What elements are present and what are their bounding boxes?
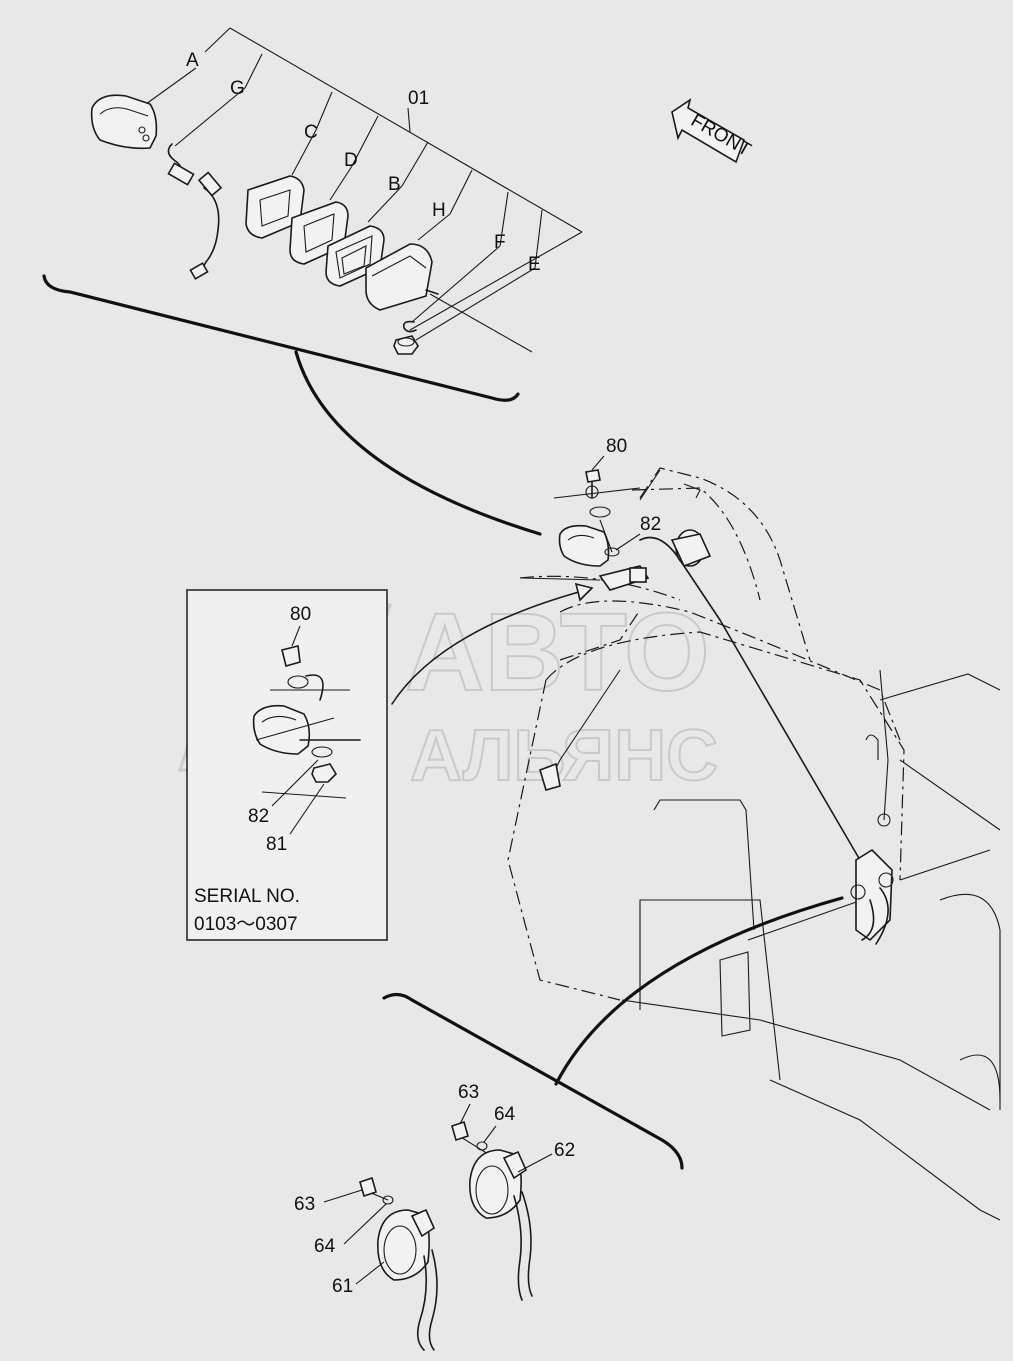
callout-62: 62	[554, 1140, 575, 1161]
callout-G: G	[230, 78, 245, 99]
watermark: АВТО АЛЬЯНС	[177, 590, 719, 797]
inset-leader-arrow	[391, 589, 587, 705]
serial-label: SERIAL NO.	[194, 886, 300, 907]
callout-main-82: 82	[640, 514, 661, 535]
bottom-detail-bracket	[382, 896, 844, 1170]
top-callouts: A G C D 01 B H F E	[186, 50, 541, 275]
part-62-horn	[451, 1120, 533, 1301]
bottom-callouts: 63 64 62 63 64 61	[294, 1082, 575, 1297]
front-arrow-icon: FRONT	[671, 98, 755, 164]
serial-inset: 80 82 81 SERIAL NO. 0103～0307	[186, 589, 388, 941]
callout-63-upper: 63	[458, 1082, 479, 1103]
callout-64-upper: 64	[494, 1104, 516, 1125]
main-callouts: 80 82	[591, 436, 661, 551]
part-H-lamp-cover	[365, 243, 439, 311]
callout-C: C	[304, 122, 318, 143]
callout-D: D	[344, 150, 358, 171]
top-leader-framework	[145, 27, 583, 353]
part-61-horn	[359, 1176, 438, 1351]
part-A-lamp-housing	[90, 94, 158, 150]
part-F-lock-washer	[402, 320, 417, 333]
callout-E: E	[528, 254, 541, 275]
main-lamp-assembly	[521, 469, 861, 861]
inset-callout-82: 82	[248, 806, 269, 827]
serial-range: 0103～0307	[194, 914, 298, 935]
part-G-wire-harness	[167, 143, 223, 280]
callout-B: B	[388, 174, 401, 195]
callout-F: F	[494, 232, 506, 253]
main-horn-mount	[850, 848, 894, 945]
inset-callout-80: 80	[290, 604, 311, 625]
callout-63-lower: 63	[294, 1194, 315, 1215]
callout-H: H	[432, 200, 446, 221]
callout-61: 61	[332, 1276, 353, 1297]
callout-64-lower: 64	[314, 1236, 336, 1257]
part-E-nut	[393, 335, 419, 355]
inset-callout-81: 81	[266, 834, 287, 855]
callout-A: A	[186, 50, 199, 71]
machine-outline	[507, 467, 1001, 1221]
watermark-line2: АЛЬЯНС	[410, 716, 718, 796]
top-detail-bracket	[42, 274, 542, 536]
watermark-line1: АВТО	[405, 591, 710, 714]
callout-01: 01	[408, 88, 429, 109]
callout-main-80: 80	[606, 436, 627, 457]
